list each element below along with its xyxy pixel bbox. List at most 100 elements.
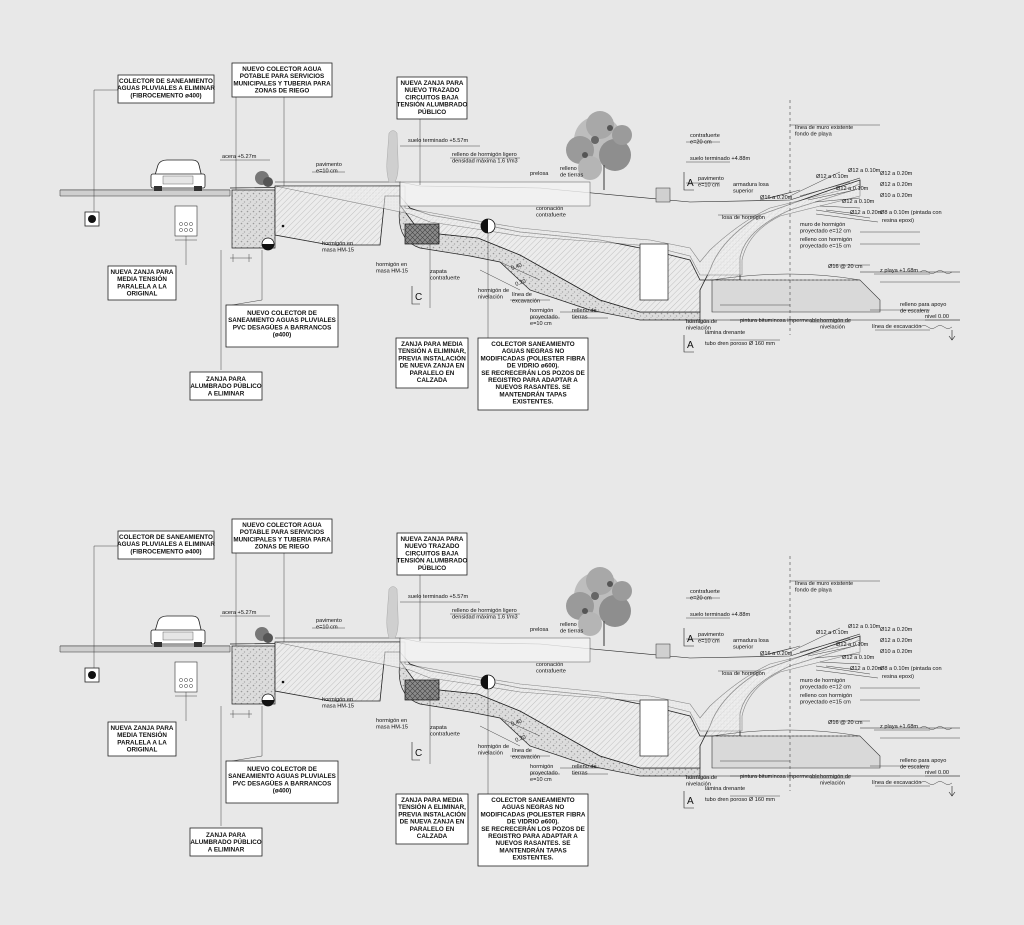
section-mark-a-bottom: A [687, 340, 694, 351]
text-line: (ø400) [273, 788, 292, 795]
text-line: ORIGINAL [127, 747, 158, 754]
text-acera: acera +5.27m [222, 610, 257, 616]
text-line: proyectado [530, 314, 558, 320]
text-playa: z playa +1.68m [880, 268, 918, 274]
text-line: excavación [512, 298, 540, 304]
text-line: ZANJA PARA [206, 376, 246, 383]
text-line: nivelación [686, 781, 711, 787]
text-line: MUNICIPALES Y TUBERIA PARA [233, 80, 331, 87]
text-line: NUEVA ZANJA PARA [111, 269, 174, 276]
section-mark-c: C [415, 292, 422, 303]
text-line: contrafuerte [690, 133, 720, 139]
text-line: relleno con hormigón [800, 237, 852, 243]
text-line: PARALELA A LA [117, 739, 167, 746]
text-line: de tierras [560, 172, 584, 178]
text-dim-040: 0.40 [511, 263, 523, 272]
text-line: pavimento [698, 176, 724, 182]
text-line: densidad máxima 1.6 t/m3 [452, 158, 518, 164]
rebar-label: Ø8 a 0.10m (pintada con [880, 210, 942, 216]
text-phi16: Ø16 @ 20 cm [828, 720, 863, 726]
text-phi16: Ø16 @ 20 cm [828, 264, 863, 270]
text-line: ZANJA PARA [206, 832, 246, 839]
text-line: ZONAS DE RIEGO [255, 88, 310, 95]
text-lamina: lámina drenante [705, 330, 745, 336]
text-line: excavación [512, 754, 540, 760]
text-line: EXISTENTES. [513, 399, 554, 406]
text-line: nivelación [478, 750, 503, 756]
text-line: hormigón de [820, 318, 851, 324]
text-line: AGUAS NEGRAS NO [502, 348, 565, 355]
text-line: de tierras [560, 628, 584, 634]
text-line: MANTENDRÁN TAPAS [499, 845, 566, 854]
text-line: REGISTRO PARA ADAPTAR A [488, 377, 578, 384]
text-line: contrafuerte [430, 731, 460, 737]
text-line: e=10 cm [316, 624, 338, 630]
text-line: TENSIÓN ALUMBRADO [397, 556, 468, 565]
text-losa: losa de hormigón [722, 671, 765, 677]
text-acera: acera +5.27m [222, 154, 257, 160]
text-line: (ø400) [273, 332, 292, 339]
text-line: NUEVO COLECTOR DE [247, 766, 317, 773]
text-line: hormigón en [322, 697, 353, 703]
rebar-label: Ø12 a 0.10m [848, 624, 881, 630]
rebar-label: Ø10 a 0.20m [880, 649, 913, 655]
text-nivel: nivel 0.00 [925, 314, 949, 320]
text-line: densidad máxima 1.6 t/m3 [452, 614, 518, 620]
text-line: POTABLE PARA SERVICIOS [240, 73, 324, 80]
text-suelo-terminado-1: suelo terminado +5.57m [408, 138, 469, 144]
text-tubo: tubo dren poroso Ø 160 mm [705, 341, 775, 347]
text-line: A ELIMINAR [208, 846, 245, 853]
text-line: muro de hormigón [800, 678, 845, 684]
text-line: superior [733, 644, 753, 650]
rebar-labels: Ø12 a 0.10m Ø12 a 0.20m Ø12 a 0.10m Ø12 … [760, 168, 942, 224]
text-line: DE VIDRIO ø600). [507, 819, 559, 826]
text-line: hormigón [530, 764, 553, 770]
text-line: e=10 cm [530, 777, 552, 783]
text-line: EXISTENTES. [513, 855, 554, 862]
text-line: PVC DESAGÜES A BARRANCOS [233, 322, 332, 331]
text-line: nivelación [820, 324, 845, 330]
text-pintura: pintura bituminosa impermeable [740, 318, 820, 324]
text-line: proyectado e=12 cm [800, 228, 851, 234]
section-mark-c: C [415, 748, 422, 759]
text-line: hormigón de [686, 775, 717, 781]
rebar-label: Ø12 a 0.20m [880, 171, 913, 177]
text-line: de escalera [900, 308, 930, 314]
text-line: e=20 cm [690, 139, 712, 145]
text-line: COLECTOR DE SANEAMIENTO [119, 534, 213, 541]
rebar-label: Ø10 a 0.20m [880, 193, 913, 199]
text-line: proyectado e=12 cm [800, 684, 851, 690]
rebar-labels: Ø12 a 0.10m Ø12 a 0.20m Ø12 a 0.10m Ø12 … [760, 624, 942, 680]
rebar-label: Ø16 a 0.20m [760, 195, 793, 201]
text-line: PARALELO EN [410, 826, 455, 833]
text-line: REGISTRO PARA ADAPTAR A [488, 833, 578, 840]
